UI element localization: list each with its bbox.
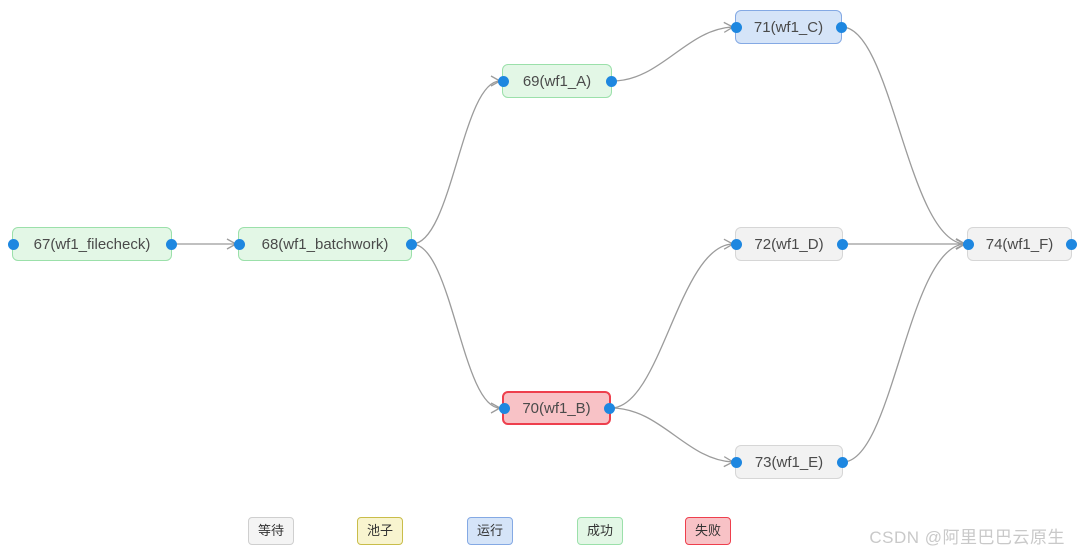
node-68-wf1-batchwork[interactable]: 68(wf1_batchwork): [233, 227, 417, 261]
edge-68-70: [411, 243, 502, 414]
legend-item-pool: 池子: [357, 517, 404, 545]
node-67-wf1-filecheck[interactable]: 67(wf1_filecheck): [7, 227, 177, 261]
edge-68-69: [411, 75, 502, 245]
legend-label: 等待: [258, 523, 285, 538]
legend-item-running: 运行: [467, 517, 514, 545]
legend-item-success: 成功: [577, 517, 624, 545]
input-port-icon: [730, 21, 742, 33]
node-label: 72(wf1_D): [754, 235, 824, 253]
input-port-icon: [498, 402, 510, 414]
output-port-icon: [165, 238, 177, 250]
output-port-icon: [835, 21, 847, 33]
output-port-icon: [1065, 238, 1077, 250]
output-port-icon: [603, 402, 615, 414]
edge-69-71: [611, 21, 735, 82]
legend-item-failed: 失败: [685, 517, 732, 545]
node-69-wf1-a[interactable]: 69(wf1_A): [497, 64, 617, 98]
output-port-icon: [836, 456, 848, 468]
node-73-wf1-e[interactable]: 73(wf1_E): [730, 445, 848, 479]
input-port-icon: [730, 238, 742, 250]
legend-label: 运行: [477, 523, 504, 538]
node-71-wf1-c[interactable]: 71(wf1_C): [730, 10, 847, 44]
output-port-icon: [836, 238, 848, 250]
node-label: 67(wf1_filecheck): [33, 235, 151, 253]
input-port-icon: [497, 75, 509, 87]
edge-73-74: [842, 238, 967, 463]
node-74-wf1-f[interactable]: 74(wf1_F): [962, 227, 1077, 261]
input-port-icon: [7, 238, 19, 250]
node-label: 68(wf1_batchwork): [261, 235, 389, 253]
output-port-icon: [605, 75, 617, 87]
node-label: 70(wf1_B): [522, 399, 591, 417]
output-port-icon: [405, 238, 417, 250]
csdn-watermark: CSDN @阿里巴巴云原生: [869, 528, 1065, 547]
legend-label: 成功: [587, 523, 614, 538]
node-label: 69(wf1_A): [522, 72, 592, 90]
input-port-icon: [962, 238, 974, 250]
node-label: 71(wf1_C): [753, 18, 824, 36]
input-port-icon: [233, 238, 245, 250]
node-70-wf1-b[interactable]: 70(wf1_B): [498, 391, 615, 425]
edge-70-73: [610, 407, 735, 468]
node-label: 73(wf1_E): [754, 453, 824, 471]
legend-label: 失败: [695, 523, 722, 538]
legend-item-waiting: 等待: [248, 517, 295, 545]
node-label: 74(wf1_F): [985, 235, 1054, 253]
edge-71-74: [841, 26, 967, 250]
edge-70-72: [610, 238, 735, 409]
node-72-wf1-d[interactable]: 72(wf1_D): [730, 227, 848, 261]
legend-label: 池子: [367, 523, 394, 538]
input-port-icon: [730, 456, 742, 468]
